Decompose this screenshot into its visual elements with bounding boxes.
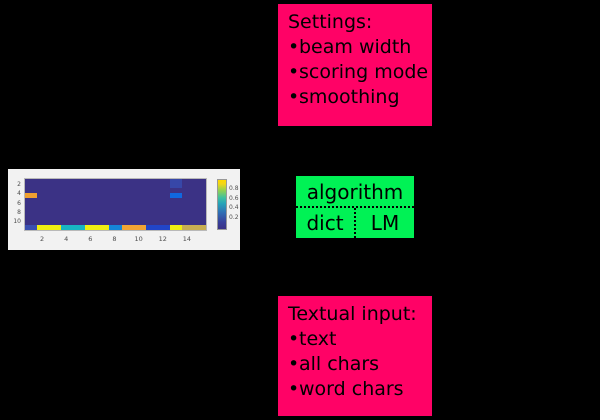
y-tick-label: 8: [17, 208, 21, 216]
x-tick-label: 12: [158, 235, 167, 243]
heatmap-cell: [133, 225, 146, 230]
heatmap-cell: [193, 225, 206, 230]
settings-panel: Settings: beam width scoring mode smooth…: [278, 4, 432, 126]
textual-input-panel: Textual input: text all chars word chars: [278, 296, 432, 416]
heatmap-cell: [85, 225, 98, 230]
heatmap-cell: [97, 225, 110, 230]
x-axis-tick-labels: 2 4 6 8 10 12 14: [24, 233, 207, 243]
heatmap-cell: [157, 225, 170, 230]
settings-item-beam-width[interactable]: beam width: [288, 35, 422, 60]
colorbar-tick-label: 0.8: [229, 184, 239, 192]
heatmap-cell: [25, 225, 38, 230]
y-tick-label: 10: [13, 218, 21, 226]
algorithm-header-label: algorithm: [296, 176, 414, 208]
heatmap-cell: [61, 225, 74, 230]
y-tick-label: 4: [17, 190, 21, 198]
algorithm-options-row: dict LM: [296, 208, 414, 238]
heatmap-cell: [169, 225, 182, 230]
heatmap-cell: [121, 225, 134, 230]
algorithm-panel: algorithm dict LM: [296, 176, 414, 238]
settings-list: beam width scoring mode smoothing: [288, 35, 428, 110]
x-tick-label: 6: [88, 235, 93, 243]
heatmap-cell: [169, 192, 182, 198]
heatmap-cell: [37, 225, 50, 230]
colorbar-tick-labels: 0.2 0.4 0.6 0.8: [229, 179, 247, 230]
colorbar-tick-label: 0.6: [229, 194, 239, 202]
settings-title: Settings:: [288, 11, 373, 33]
heatmap-cell: [181, 225, 194, 230]
heatmap-cell: [49, 225, 62, 230]
heatmap-cell: [73, 225, 86, 230]
colorbar-gradient: [218, 180, 226, 229]
x-tick-label: 8: [112, 235, 117, 243]
x-tick-label: 2: [40, 235, 45, 243]
x-tick-label: 4: [64, 235, 69, 243]
colorbar: [217, 179, 227, 230]
heatmap-cell: [25, 192, 38, 198]
heatmap-cell: [169, 179, 182, 184]
settings-item-smoothing[interactable]: smoothing: [288, 85, 422, 110]
x-tick-label: 14: [182, 235, 192, 243]
heatmap-cell: [109, 225, 122, 230]
y-tick-label: 6: [17, 199, 21, 207]
colorbar-tick-label: 0.4: [229, 204, 239, 212]
textual-input-list: text all chars word chars: [288, 327, 422, 402]
textual-input-item-all-chars[interactable]: all chars: [288, 352, 422, 377]
textual-input-item-word-chars[interactable]: word chars: [288, 377, 422, 402]
settings-item-scoring-mode[interactable]: scoring mode: [288, 60, 428, 85]
textual-input-item-text[interactable]: text: [288, 327, 422, 352]
heatmap-cell: [169, 183, 182, 189]
heatmap-cell: [145, 225, 158, 230]
heatmap-axes: [24, 178, 207, 231]
colorbar-tick-label: 0.2: [229, 214, 239, 222]
algorithm-option-dict[interactable]: dict: [296, 208, 356, 238]
algorithm-option-lm[interactable]: LM: [370, 211, 400, 235]
x-tick-label: 10: [134, 235, 143, 243]
textual-input-title: Textual input:: [288, 303, 417, 325]
y-tick-label: 2: [17, 180, 21, 188]
